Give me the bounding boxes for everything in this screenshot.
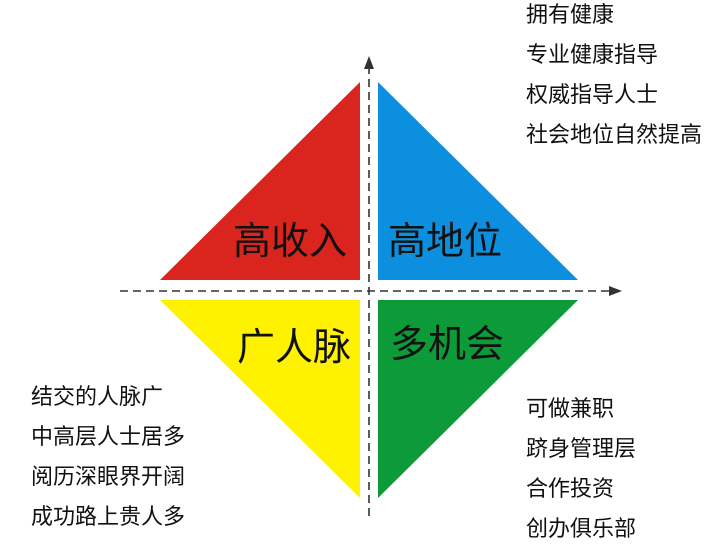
list-item: 结交的人脉广 [31,385,164,410]
list-item: 拥有健康 [526,3,615,28]
bottom-right-benefits-list: 可做兼职 跻身管理层 合作投资 创办俱乐部 [526,390,636,550]
quadrant-bottom-right-triangle [378,300,578,498]
bottom-left-benefits-list: 结交的人脉广 中高层人士居多 阅历深眼界开阔 成功路上贵人多 [31,378,185,538]
vertical-axis-arrow-icon [364,56,374,69]
list-item: 合作投资 [526,477,615,502]
list-item: 可做兼职 [526,397,615,422]
list-item: 成功路上贵人多 [31,505,186,530]
list-item: 跻身管理层 [526,437,637,462]
quadrant-top-right-triangle [378,82,578,280]
list-item: 阅历深眼界开阔 [31,465,186,490]
list-item: 专业健康指导 [526,43,659,68]
quadrant-top-left-label: 高收入 [233,219,347,263]
quadrant-bottom-left-triangle [160,300,360,498]
quadrant-bottom-left-label: 广人脉 [237,325,351,369]
list-item: 权威指导人士 [526,83,659,108]
quadrant-top-left-triangle [160,82,360,280]
list-item: 社会地位自然提高 [526,123,703,148]
horizontal-axis-arrow-icon [609,286,622,296]
quadrant-top-right-label: 高地位 [388,219,502,263]
list-item: 中高层人士居多 [31,425,186,450]
list-item: 创办俱乐部 [526,517,637,542]
quadrant-bottom-right-label: 多机会 [390,322,504,366]
top-right-benefits-list: 拥有健康 专业健康指导 权威指导人士 社会地位自然提高 [526,0,702,156]
